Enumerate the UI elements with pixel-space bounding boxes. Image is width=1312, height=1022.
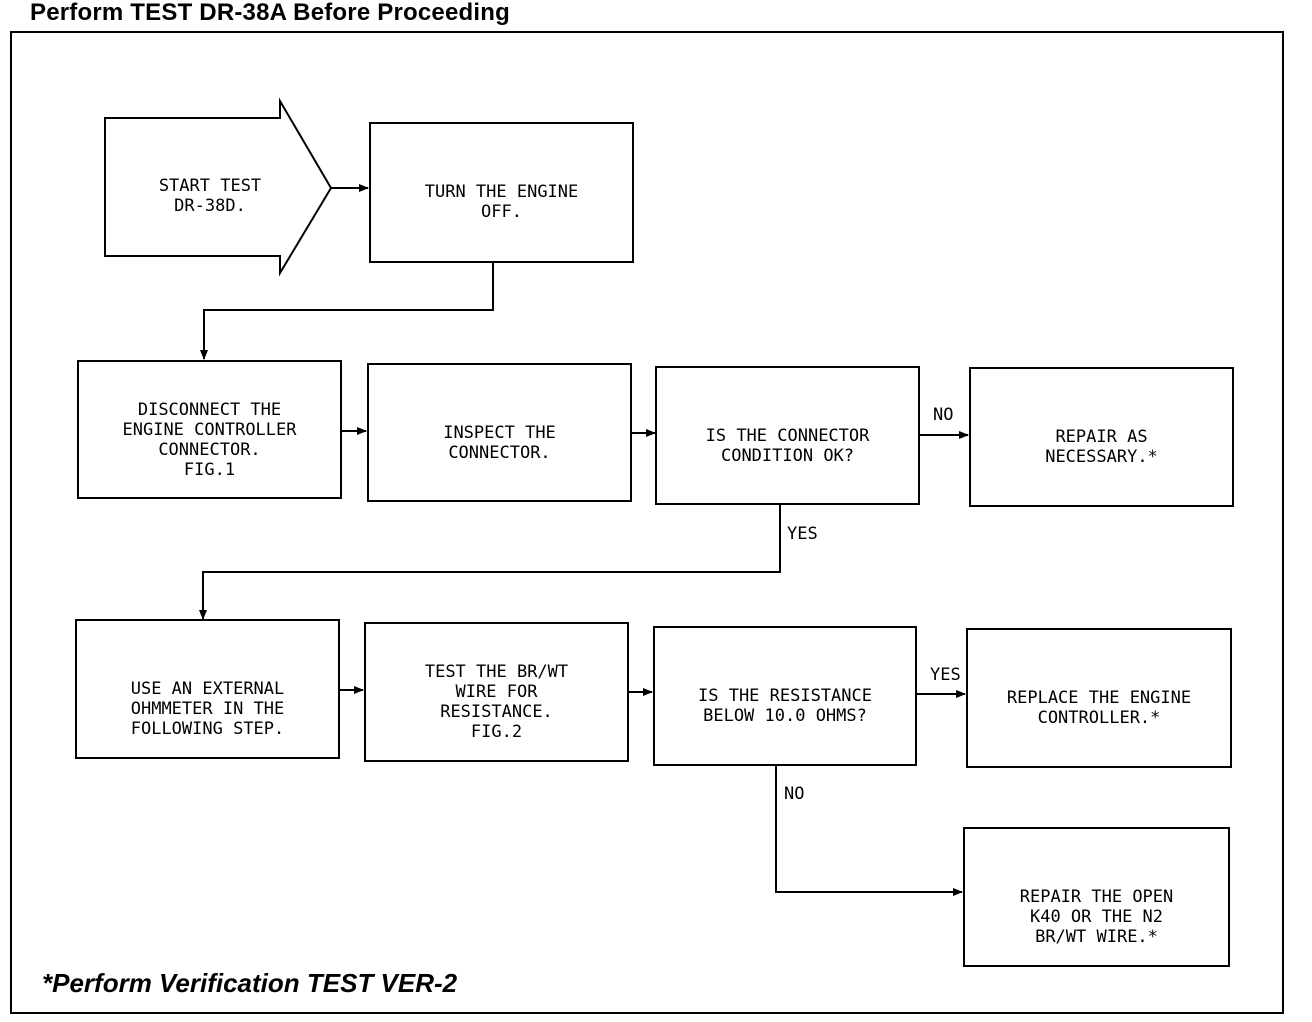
start-node: START TEST DR-38D. [130,150,290,216]
edge-resistance-no [775,765,963,896]
edge-label-connector-no: NO [933,405,954,425]
inspect-node: INSPECT THE CONNECTOR. [367,363,632,502]
ohmmeter-text: USE AN EXTERNAL OHMMETER IN THE FOLLOWIN… [130,679,285,739]
start-arrow-shape [104,97,333,277]
page-header: Perform TEST DR-38A Before Proceeding [30,0,510,26]
start-node-text: START TEST DR-38D. [158,176,262,216]
test-wire-text: TEST THE BR/WT WIRE FOR RESISTANCE. [424,662,569,722]
repair-open-node: REPAIR THE OPEN K40 OR THE N2 BR/WT WIRE… [963,827,1230,967]
resistance-text: IS THE RESISTANCE BELOW 10.0 OHMS? [698,686,872,726]
replace-controller-text: REPLACE THE ENGINE CONTROLLER.* [1006,688,1192,728]
ohmmeter-node: USE AN EXTERNAL OHMMETER IN THE FOLLOWIN… [75,619,340,759]
repair-open-text: REPAIR THE OPEN K40 OR THE N2 BR/WT WIRE… [1019,887,1174,947]
edge-condition-yes [199,504,781,620]
page-footer: *Perform Verification TEST VER-2 [42,968,458,998]
connector-condition-text: IS THE CONNECTOR CONDITION OK? [705,426,870,466]
inspect-text: INSPECT THE CONNECTOR. [443,423,556,463]
edge-off-to-disconnect [200,262,494,360]
connector-condition-node: IS THE CONNECTOR CONDITION OK? [655,366,920,505]
edge-label-resistance-yes: YES [930,665,961,685]
repair-necessary-node: REPAIR AS NECESSARY.* [969,367,1234,507]
replace-controller-node: REPLACE THE ENGINE CONTROLLER.* [966,628,1232,768]
engine-off-text: TURN THE ENGINE OFF. [424,182,579,222]
disconnect-fig-label: FIG.1 [183,460,236,480]
disconnect-node: DISCONNECT THE ENGINE CONTROLLER CONNECT… [77,360,342,499]
test-wire-fig-label: FIG.2 [470,722,523,742]
engine-off-node: TURN THE ENGINE OFF. [369,122,634,263]
repair-necessary-text: REPAIR AS NECESSARY.* [1045,427,1158,467]
test-wire-node: TEST THE BR/WT WIRE FOR RESISTANCE. FIG.… [364,622,629,762]
resistance-node: IS THE RESISTANCE BELOW 10.0 OHMS? [653,626,917,766]
diagram-frame [10,31,1284,1014]
disconnect-text: DISCONNECT THE ENGINE CONTROLLER CONNECT… [122,400,297,460]
edge-label-connector-yes: YES [787,524,818,544]
edge-label-resistance-no: NO [784,784,805,804]
